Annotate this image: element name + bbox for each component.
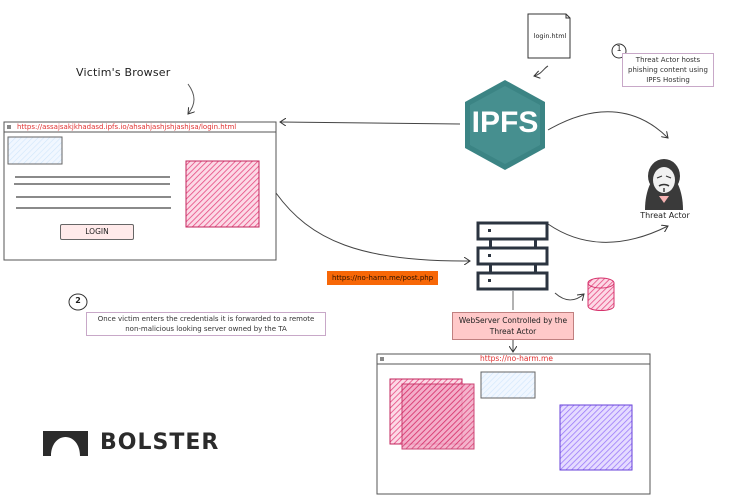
step1-number: 1 (616, 44, 622, 53)
server-icon (476, 221, 549, 291)
image-placeholder (185, 160, 260, 228)
step2-circle (68, 293, 88, 311)
logo-placeholder (7, 136, 63, 165)
attacker-site-window (376, 353, 651, 495)
victim-browser-label: Victim's Browser (76, 66, 171, 79)
bolster-logo-icon (43, 431, 88, 456)
attacker-site-url: https://no-harm.me (480, 354, 553, 363)
server-to-actor-arrow (547, 223, 668, 243)
step1-note: Threat Actor hosts phishing content usin… (622, 53, 714, 87)
image-placeholder (559, 404, 633, 471)
step2-note: Once victim enters the credentials it is… (86, 312, 326, 336)
file-icon (527, 13, 571, 59)
file-label: login.html (533, 32, 567, 40)
threat-actor-icon (645, 159, 683, 210)
browser-to-server-arrow (275, 192, 470, 261)
webserver-label: WebServer Controlled by the Threat Actor (452, 312, 574, 340)
victim-label-arrow (188, 83, 194, 114)
file-to-ipfs-arrow (534, 65, 549, 76)
victim-browser-url: https://assajsakjkhadasd.ipfs.io/ahsahja… (17, 123, 237, 131)
ipfs-to-browser-arrow (280, 122, 461, 124)
image-placeholder (401, 383, 475, 450)
server-to-database-arrow (554, 292, 584, 300)
ipfs-label: IPFS (471, 106, 539, 139)
window-menu-icon (7, 125, 11, 129)
victim-browser-window (3, 121, 277, 261)
database-icon (587, 277, 615, 311)
post-url-tag: https://no-harm.me/post.php (327, 271, 439, 285)
threat-actor-label: Threat Actor (640, 211, 690, 220)
ipfs-logo (465, 80, 545, 170)
step2-number: 2 (75, 296, 81, 305)
bolster-logo-text: BOLSTER (100, 430, 220, 455)
window-menu-icon (380, 357, 384, 361)
login-button[interactable]: LOGIN (60, 224, 134, 240)
ipfs-to-actor-arrow (547, 111, 668, 138)
logo-placeholder (480, 371, 536, 399)
